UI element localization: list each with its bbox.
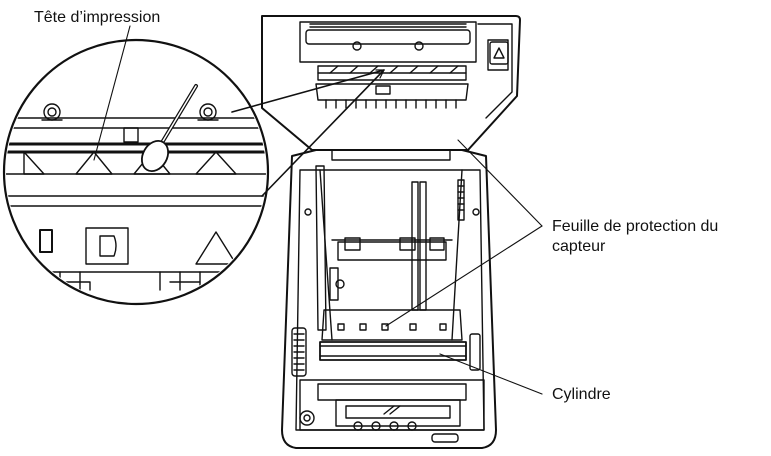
leader-lines	[93, 25, 543, 395]
cleaning-swab	[140, 140, 170, 172]
front-button	[353, 421, 363, 431]
label-sensor-sheet-line2: capteur	[552, 238, 606, 255]
platen-roller	[319, 341, 467, 361]
screw-icon	[472, 208, 480, 216]
printer-body	[261, 15, 521, 449]
cover-button	[489, 41, 509, 65]
sensor-window	[381, 323, 389, 331]
magnified-inset	[2, 38, 385, 306]
screw-icon	[414, 41, 424, 51]
front-button	[371, 421, 381, 431]
label-platen: Cylindre	[552, 386, 611, 403]
screw-icon	[304, 208, 312, 216]
front-button	[407, 421, 417, 431]
screw-icon	[352, 41, 362, 51]
front-button	[389, 421, 399, 431]
label-sensor-sheet-line1: Feuille de protection du	[552, 218, 719, 235]
label-print-head: Tête d’impression	[34, 9, 161, 26]
power-button	[299, 410, 315, 426]
